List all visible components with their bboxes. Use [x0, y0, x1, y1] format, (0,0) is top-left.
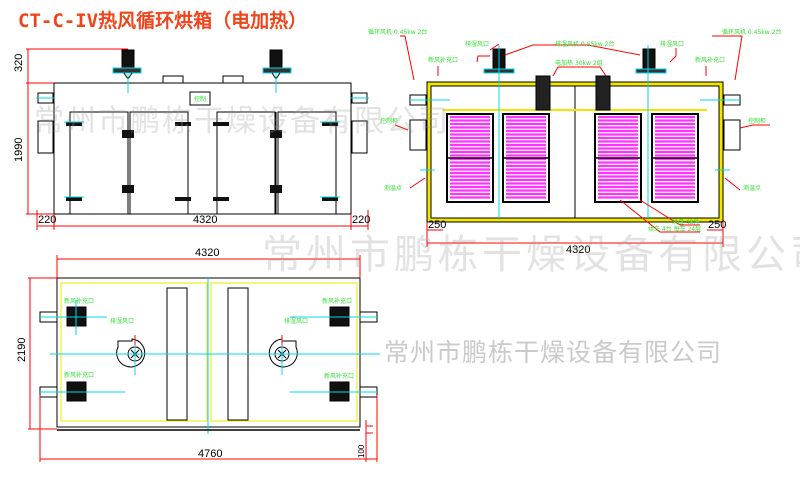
door-2	[129, 111, 189, 215]
door-4	[277, 111, 337, 215]
label-circ-fan-left: 循环风机 0.45kw 2台	[368, 28, 427, 36]
front-panel	[189, 91, 211, 106]
top-dim-depth: 2190	[16, 338, 28, 362]
label-exhaust-left: 排湿风口	[465, 40, 489, 48]
dim-body-height: 1990	[13, 138, 25, 162]
label-tray: 烘盘 48件	[672, 218, 700, 226]
heater-right-icon	[595, 75, 611, 111]
dim-right-side: 220	[352, 214, 370, 226]
section-view	[394, 35, 770, 247]
top-dim-offset: 100	[357, 444, 366, 458]
top-label-fresh-bl: 新风补充口	[64, 371, 94, 379]
label-exhaust-right: 排湿风口	[660, 40, 684, 48]
label-fresh-air-right: 新风补充口	[695, 56, 725, 64]
label-temp-right: 测温点	[743, 184, 761, 192]
front-view	[26, 48, 369, 230]
door-3	[216, 111, 276, 215]
section-fan-right-icon	[642, 48, 656, 72]
tray-group	[446, 113, 699, 203]
top-label-exhaust-r: 排湿风口	[284, 317, 308, 325]
top-view	[28, 255, 380, 462]
control-cabinet-right-icon	[351, 120, 368, 154]
control-cabinet-left-icon	[37, 120, 54, 154]
blower-right-icon	[268, 338, 298, 368]
panel-label: 控制	[194, 95, 206, 103]
heater-box-left	[162, 75, 184, 84]
top-label-fresh-br: 新风补充口	[324, 372, 354, 380]
dim-fan-height: 320	[13, 54, 25, 72]
section-dim-width: 4320	[566, 244, 590, 256]
heater-left-icon	[535, 75, 551, 111]
front-body	[53, 82, 352, 215]
section-control-left-icon	[409, 119, 427, 151]
label-control-left: 控制柜	[380, 117, 398, 125]
label-temp-left: 测温点	[384, 184, 402, 192]
label-exhaust-fan: 排湿风机 0.55kw 2台	[555, 40, 614, 48]
dim-front-width: 4320	[193, 214, 217, 226]
top-label-exhaust-l: 排湿风口	[110, 317, 134, 325]
top-dim-total-width: 4760	[198, 448, 222, 460]
label-circ-fan-right: 循环风机 0.45kw 2台	[722, 28, 781, 36]
drawing-title: CT-C-IV热风循环烘箱（电加热）	[18, 10, 308, 32]
label-control-right: 控制柜	[748, 117, 766, 125]
top-label-fresh-tr: 新风补充口	[322, 297, 352, 305]
dim-left-side: 220	[38, 214, 56, 226]
section-dim-right: 250	[708, 219, 726, 231]
top-label-fresh-tl: 新风补充口	[64, 297, 94, 305]
section-control-right-icon	[723, 119, 741, 151]
label-fresh-air-left: 新风补充口	[428, 56, 458, 64]
label-cart: 烘车 4台 每车 24层	[648, 225, 701, 233]
top-dim-width: 4320	[195, 247, 219, 259]
section-dim-left: 250	[428, 219, 446, 231]
label-heater: 电加热 30kw 2组	[555, 59, 603, 67]
heater-box-right	[222, 75, 244, 84]
blower-left-icon	[116, 338, 146, 368]
